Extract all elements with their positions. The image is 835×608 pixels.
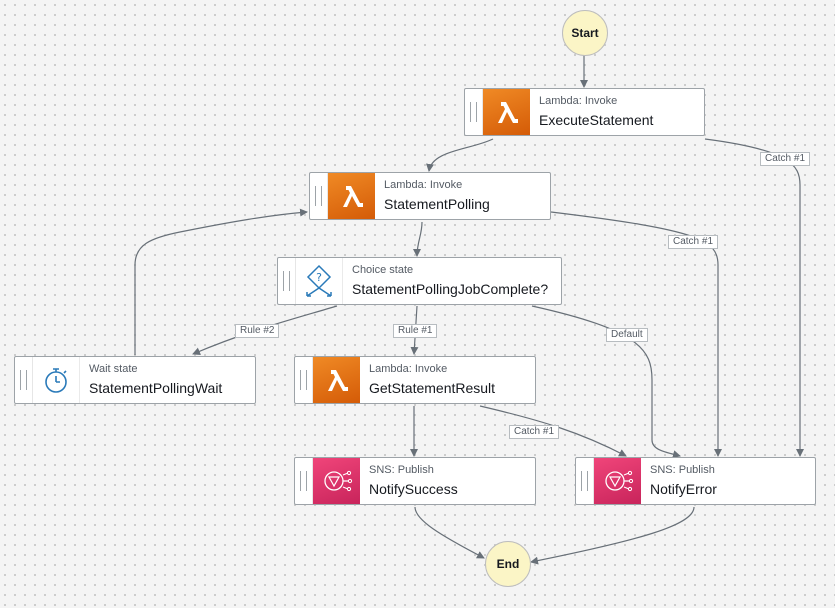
state-wait[interactable]: Wait state StatementPollingWait: [14, 356, 256, 404]
drag-handle[interactable]: [576, 458, 594, 504]
drag-handle[interactable]: [295, 458, 313, 504]
edge-label-catch-execute: Catch #1: [760, 152, 811, 166]
edge-label-rule-2: Rule #2: [235, 324, 280, 338]
state-statement-polling[interactable]: Lambda: Invoke StatementPolling: [309, 172, 551, 220]
state-type: SNS: Publish: [650, 464, 715, 476]
state-notify-success[interactable]: SNS: Publish NotifySuccess: [294, 457, 536, 505]
state-type: Lambda: Invoke: [369, 363, 448, 375]
choice-icon: ?: [296, 258, 343, 304]
edge-error-to-end: [530, 506, 695, 565]
drag-handle[interactable]: [295, 357, 313, 403]
edge-label-default: Default: [606, 328, 648, 342]
state-name: NotifyError: [650, 481, 717, 497]
lambda-icon: [313, 357, 360, 403]
lambda-icon: [328, 173, 375, 219]
edge-execute-to-polling: [426, 138, 494, 172]
lambda-icon: [483, 89, 530, 135]
edge-success-to-end: [414, 506, 485, 559]
state-type: Wait state: [89, 363, 138, 375]
state-name: StatementPolling: [384, 196, 490, 212]
state-choice[interactable]: ? Choice state StatementPollingJobComple…: [277, 257, 562, 305]
sns-icon: [313, 458, 360, 504]
drag-handle[interactable]: [15, 357, 33, 403]
drag-handle[interactable]: [310, 173, 328, 219]
sns-icon: [594, 458, 641, 504]
edge-polling-to-choice: [413, 221, 423, 257]
state-name: NotifySuccess: [369, 481, 458, 497]
state-type: Lambda: Invoke: [539, 95, 618, 107]
edge-wait-back-to-polling: [134, 208, 308, 355]
end-label: End: [496, 557, 520, 571]
drag-handle[interactable]: [278, 258, 296, 304]
edge-label-catch-result: Catch #1: [509, 425, 560, 439]
state-type: Lambda: Invoke: [384, 179, 463, 191]
stopwatch-icon: [33, 357, 80, 403]
end-node[interactable]: End: [485, 541, 531, 587]
state-type: SNS: Publish: [369, 464, 434, 476]
state-name: StatementPollingJobComplete?: [352, 281, 549, 297]
drag-handle[interactable]: [465, 89, 483, 135]
edge-execute-catch-to-error: [704, 138, 804, 457]
edge-label-rule-1: Rule #1: [393, 324, 438, 338]
state-execute-statement[interactable]: Lambda: Invoke ExecuteStatement: [464, 88, 705, 136]
state-name: StatementPollingWait: [89, 380, 223, 396]
edge-label-catch-polling: Catch #1: [668, 235, 719, 249]
start-label: Start: [571, 26, 599, 40]
state-name: GetStatementResult: [369, 380, 496, 396]
state-get-statement-result[interactable]: Lambda: Invoke GetStatementResult: [294, 356, 536, 404]
state-name: ExecuteStatement: [539, 112, 654, 128]
state-type: Choice state: [352, 264, 414, 276]
svg-text:?: ?: [316, 271, 322, 284]
edge-choice-default-to-error: [531, 305, 681, 459]
start-node[interactable]: Start: [562, 10, 608, 56]
state-notify-error[interactable]: SNS: Publish NotifyError: [575, 457, 816, 505]
